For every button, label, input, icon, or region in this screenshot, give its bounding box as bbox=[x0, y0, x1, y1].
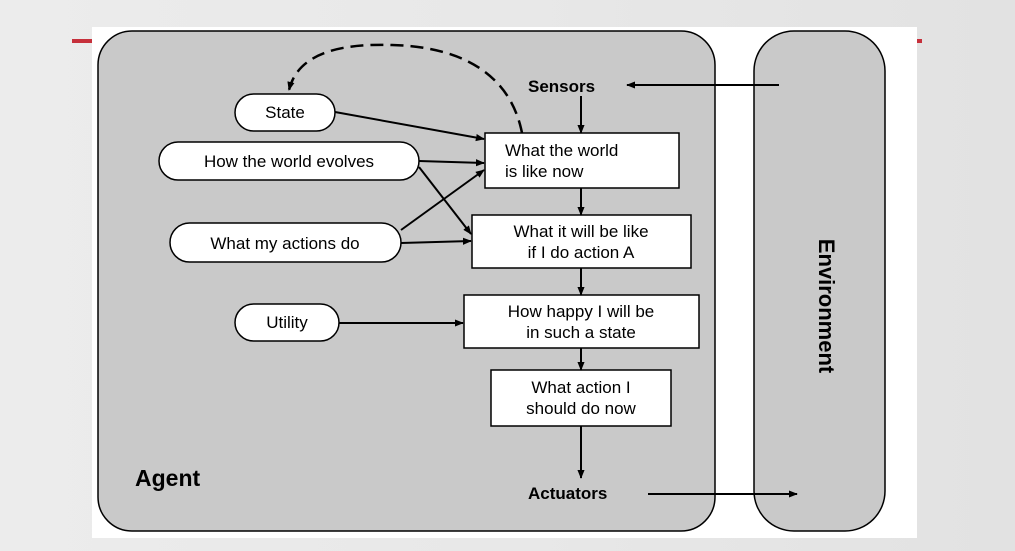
title-rule-left bbox=[72, 39, 96, 43]
oval-state-label: State bbox=[265, 103, 305, 122]
arrow-actions-to-world-now bbox=[400, 169, 485, 231]
arrow-actions-to-will-be bbox=[400, 237, 472, 245]
box-will-be: What it will be like if I do action A bbox=[471, 214, 692, 269]
box-will-be-line1: What it will be like bbox=[513, 222, 648, 241]
box-world-now-line1: What the world bbox=[505, 141, 618, 160]
oval-actions-do-label: What my actions do bbox=[210, 234, 359, 253]
sensors-label: Sensors bbox=[528, 77, 595, 96]
box-action-line1: What action I bbox=[531, 378, 630, 397]
box-happy-line2: in such a state bbox=[526, 323, 636, 342]
box-happy-line1: How happy I will be bbox=[508, 302, 654, 321]
box-action: What action I should do now bbox=[490, 369, 672, 427]
oval-utility-label: Utility bbox=[266, 313, 308, 332]
box-action-line2: should do now bbox=[526, 399, 636, 418]
agent-panel bbox=[97, 30, 716, 532]
arrow-evolves-to-will-be bbox=[418, 166, 472, 235]
oval-world-evolves-label: How the world evolves bbox=[204, 152, 374, 171]
box-will-be-line2: if I do action A bbox=[528, 243, 635, 262]
actuators-label: Actuators bbox=[528, 484, 607, 503]
oval-state: State bbox=[234, 93, 336, 132]
utility-based-agent-diagram: State How the world evolves What my acti… bbox=[92, 27, 917, 538]
oval-world-evolves: How the world evolves bbox=[158, 141, 420, 181]
arrow-state-to-world-now bbox=[334, 111, 485, 142]
arrow-dashed-feedback bbox=[287, 43, 524, 134]
arrow-evolves-to-world-now bbox=[418, 159, 485, 167]
oval-utility: Utility bbox=[234, 303, 340, 342]
environment-panel bbox=[753, 30, 886, 532]
environment-label: Environment bbox=[814, 239, 839, 374]
box-happy: How happy I will be in such a state bbox=[463, 294, 700, 349]
agent-label: Agent bbox=[135, 465, 201, 491]
box-world-now: What the world is like now bbox=[484, 132, 680, 189]
oval-actions-do: What my actions do bbox=[169, 222, 402, 263]
box-world-now-line2: is like now bbox=[505, 162, 584, 181]
